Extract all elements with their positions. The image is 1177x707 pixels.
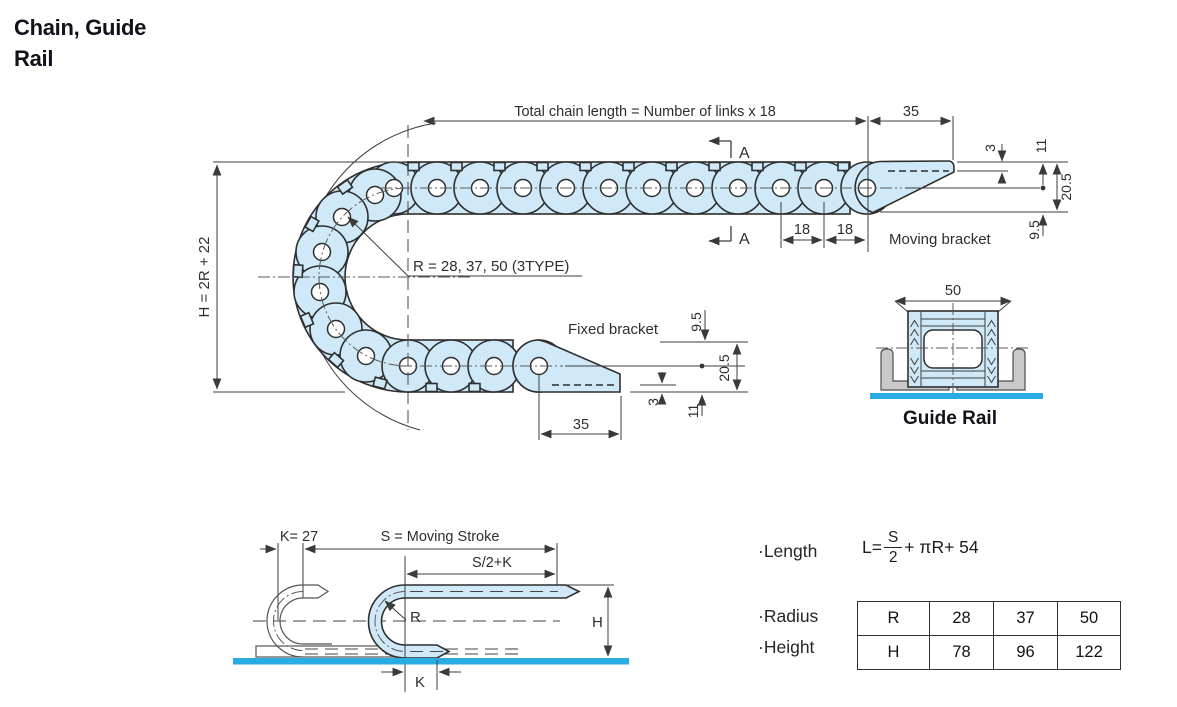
stroke-label: S = Moving Stroke [381,529,500,545]
overall-height-label: H = 2R + 22 [196,237,213,318]
section-width-dim: 50 [945,283,961,299]
stroke-diagram: K= 27 S = Moving Stroke S/2+K R H [233,529,629,692]
link-notches [292,161,850,393]
dim-dot [699,363,705,369]
section-marker-top: A [739,145,750,162]
stroke-radius-label: R [410,609,421,626]
base-line [233,658,629,665]
formula-fraction: S 2 [883,529,903,566]
fixed-dim-20-5: 20.5 [716,354,732,381]
pitch-dim-left: 18 [794,222,810,238]
page-title-line1: Chain, Guide [14,15,147,40]
length-spec-label: ·Length [758,541,818,561]
length-formula: L= S 2 + πR+ 54 [862,529,979,566]
radius-height-table: R 28 37 50 H 78 96 122 [857,601,1121,670]
table-cell: 96 [993,635,1058,670]
moving-dim-11: 11 [1033,139,1049,154]
table-cell: 37 [993,601,1058,636]
radius-spec-label: ·Radius [758,606,819,626]
chain-cross-section [876,303,1030,397]
formula-denominator: 2 [888,549,898,566]
dim-dot [1040,185,1046,191]
total-chain-length-label: Total chain length = Number of links x 1… [514,104,776,120]
pitch-dim-right: 18 [837,222,853,238]
fixed-bracket-label: Fixed bracket [568,321,659,338]
moving-dim-9-5: 9.5 [1026,220,1042,240]
fixed-dim-11: 11 [685,404,701,419]
chain-bend-links [293,168,402,383]
half-stroke-label: S/2+K [472,555,512,571]
page-title: Chain, Guide Rail [14,12,146,74]
chain-side-view [258,122,955,431]
formula-numerator: S [883,529,903,548]
mounting-surface [870,393,1043,399]
dimension-annotations: Total chain length = Number of links x 1… [196,104,1074,440]
table-cell: H [857,635,930,670]
table-cell: 122 [1057,635,1121,670]
bend-radius-note: R = 28, 37, 50 (3TYPE) [413,258,569,275]
height-spec-label: ·Height [758,637,815,657]
centerlines [258,125,902,430]
top-width-dim: 35 [903,104,919,120]
table-cell: R [857,601,930,636]
formula-suffix: + πR+ 54 [904,537,979,557]
fixed-dim-9-5: 9.5 [688,312,704,332]
table-cell: 28 [929,601,994,636]
table-cell: 78 [929,635,994,670]
stroke-k-label: K [415,674,425,691]
moving-bracket-label: Moving bracket [889,231,992,248]
page-title-line2: Rail [14,46,54,71]
stroke-height-label: H [592,614,603,631]
table-cell: 50 [1057,601,1121,636]
moving-dim-3: 3 [982,144,998,152]
section-marker-bottom: A [739,231,750,248]
guide-rail-caption: Guide Rail [903,408,997,429]
table-row: H 78 96 122 [857,635,1121,670]
cross-section-view: 50 [870,283,1043,399]
k-dim-label: K= 27 [280,529,318,545]
fixed-dim-3: 3 [645,398,661,406]
side-plate-hatching [910,319,996,384]
moving-dim-20-5: 20.5 [1058,173,1074,200]
bottom-width-dim: 35 [573,417,589,433]
formula-prefix: L= [862,537,882,557]
table-row: R 28 37 50 [857,601,1121,636]
